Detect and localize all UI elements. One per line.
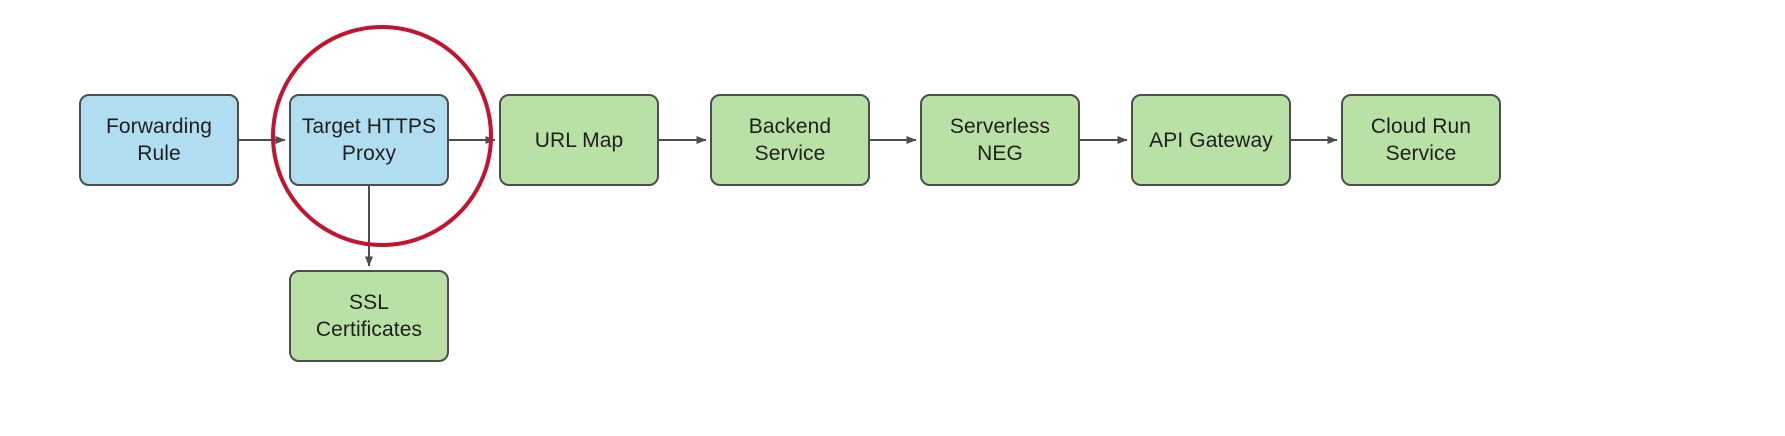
node-forwarding-rule[interactable]: Forwarding Rule xyxy=(79,94,239,186)
node-label-forwarding-rule: Forwarding Rule xyxy=(105,115,213,165)
node-cloud-run-service[interactable]: Cloud Run Service xyxy=(1341,94,1501,186)
node-ssl-certificates[interactable]: SSL Certificates xyxy=(289,270,449,362)
node-label-ssl-certificates: SSL Certificates xyxy=(315,291,423,341)
node-label-cloud-run-service: Cloud Run Service xyxy=(1370,115,1472,165)
node-url-map[interactable]: URL Map xyxy=(499,94,659,186)
node-backend-service[interactable]: Backend Service xyxy=(710,94,870,186)
highlight-circle-target-https-proxy xyxy=(271,25,493,247)
node-api-gateway[interactable]: API Gateway xyxy=(1131,94,1291,186)
node-serverless-neg[interactable]: Serverless NEG xyxy=(920,94,1080,186)
node-label-serverless-neg: Serverless NEG xyxy=(949,115,1051,165)
node-label-api-gateway: API Gateway xyxy=(1149,128,1273,152)
node-label-backend-service: Backend Service xyxy=(748,115,832,165)
node-label-url-map: URL Map xyxy=(534,128,624,152)
